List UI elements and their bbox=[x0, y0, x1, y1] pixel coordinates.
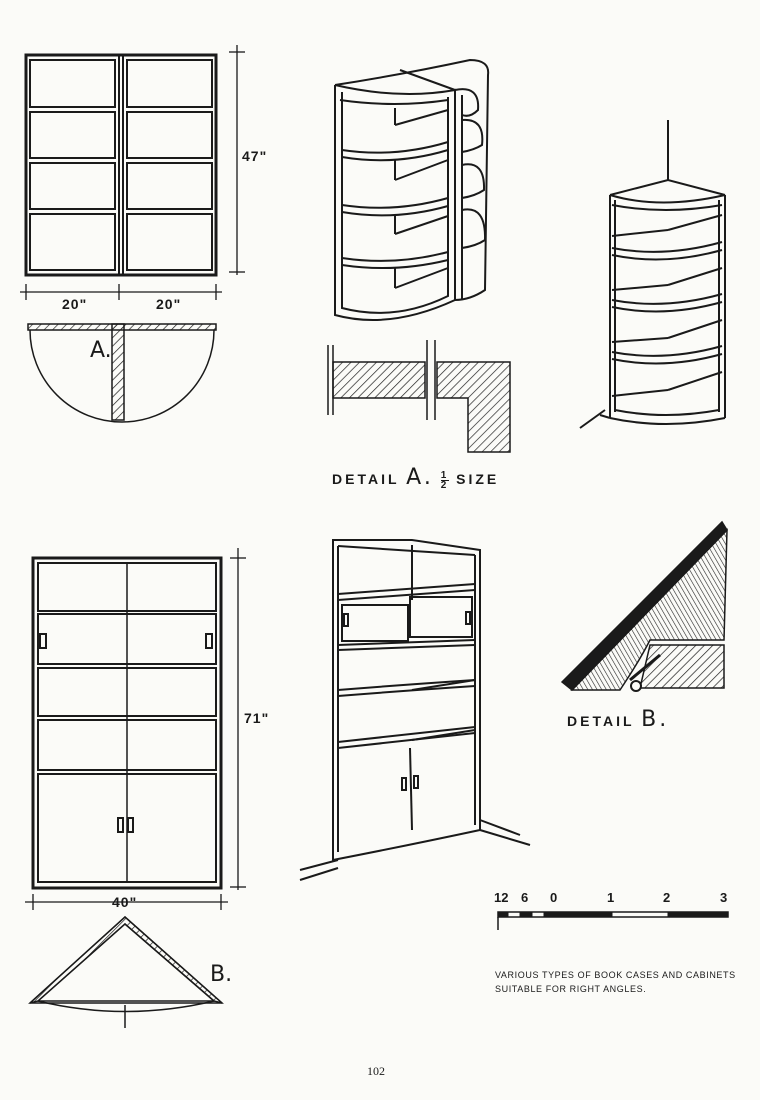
dimension-20-left: 20" bbox=[62, 296, 88, 312]
scale-tick-label: 6 bbox=[521, 890, 529, 905]
rounded-bookcase bbox=[334, 58, 490, 321]
corner-shelves bbox=[579, 120, 726, 429]
detail-b-word: DETAIL bbox=[567, 713, 635, 729]
plan-a bbox=[27, 323, 217, 423]
dimension-20-right: 20" bbox=[156, 296, 182, 312]
detail-a-fraction-denominator: 2 bbox=[440, 479, 450, 491]
corner-cabinet bbox=[299, 539, 531, 881]
bookcase-b-elevation bbox=[25, 548, 246, 910]
bookcase-a-elevation bbox=[20, 45, 245, 300]
page-number: 102 bbox=[367, 1064, 385, 1078]
scale-tick-label: 12 bbox=[494, 890, 509, 905]
scale-tick-label: 1 bbox=[607, 890, 615, 905]
dimension-47: 47" bbox=[242, 148, 268, 164]
label-a: A. bbox=[90, 338, 112, 363]
caption-line-2: SUITABLE FOR RIGHT ANGLES. bbox=[495, 984, 647, 994]
detail-a-title: DETAIL A. 1 2 SIZE bbox=[332, 465, 499, 490]
scale-tick-label: 3 bbox=[720, 890, 728, 905]
detail-a-word: DETAIL bbox=[332, 471, 400, 487]
figure-caption: VARIOUS TYPES OF BOOK CASES AND CABINETS… bbox=[495, 968, 736, 996]
caption-line-1: VARIOUS TYPES OF BOOK CASES AND CABINETS bbox=[495, 970, 736, 980]
detail-a-letter: A. bbox=[406, 465, 434, 490]
label-b: B. bbox=[210, 962, 233, 987]
detail-a-fraction: 1 2 bbox=[440, 469, 450, 491]
detail-a-size: SIZE bbox=[456, 471, 500, 487]
detail-b-letter: B. bbox=[641, 707, 670, 732]
scale-tick-label: 0 bbox=[550, 890, 558, 905]
detail-b-section bbox=[560, 520, 728, 692]
scale-bar bbox=[497, 911, 729, 930]
scale-tick-label: 2 bbox=[663, 890, 671, 905]
detail-a-section bbox=[327, 340, 511, 453]
detail-a-fraction-numerator: 1 bbox=[440, 469, 450, 481]
plan-b bbox=[28, 915, 224, 1028]
dimension-40: 40" bbox=[112, 894, 138, 910]
dimension-71: 71" bbox=[244, 710, 270, 726]
detail-b-title: DETAIL B. bbox=[567, 707, 669, 732]
